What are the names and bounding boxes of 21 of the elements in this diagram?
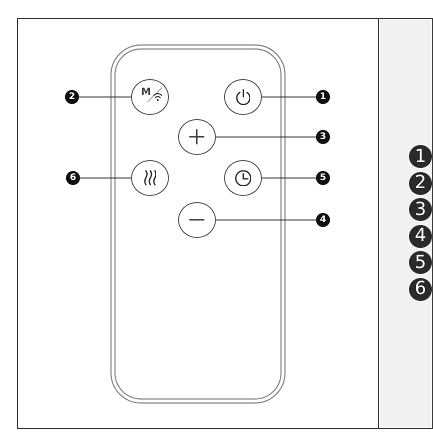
power-button [224, 79, 262, 115]
callout-number: 1 [316, 90, 330, 104]
leader-line [78, 96, 132, 98]
heat-button [131, 160, 169, 196]
callout-number: 2 [65, 90, 79, 104]
minus-button [178, 202, 216, 238]
callout-number: 4 [409, 224, 432, 248]
callout-number: 5 [316, 171, 330, 185]
callout-number: 3 [409, 198, 432, 222]
plus-button [178, 119, 216, 155]
callout-number: 6 [409, 278, 432, 301]
leader-line [262, 96, 316, 98]
leader-line [216, 136, 316, 138]
mode-button: M [131, 79, 169, 115]
callout-number: 1 [409, 145, 432, 168]
callout-number: 6 [66, 171, 80, 185]
callout-number: 4 [316, 213, 330, 227]
callout-number: 2 [409, 172, 432, 195]
timer-button [224, 160, 262, 196]
callout-number: 3 [316, 130, 330, 144]
callout-number: 5 [409, 251, 432, 274]
